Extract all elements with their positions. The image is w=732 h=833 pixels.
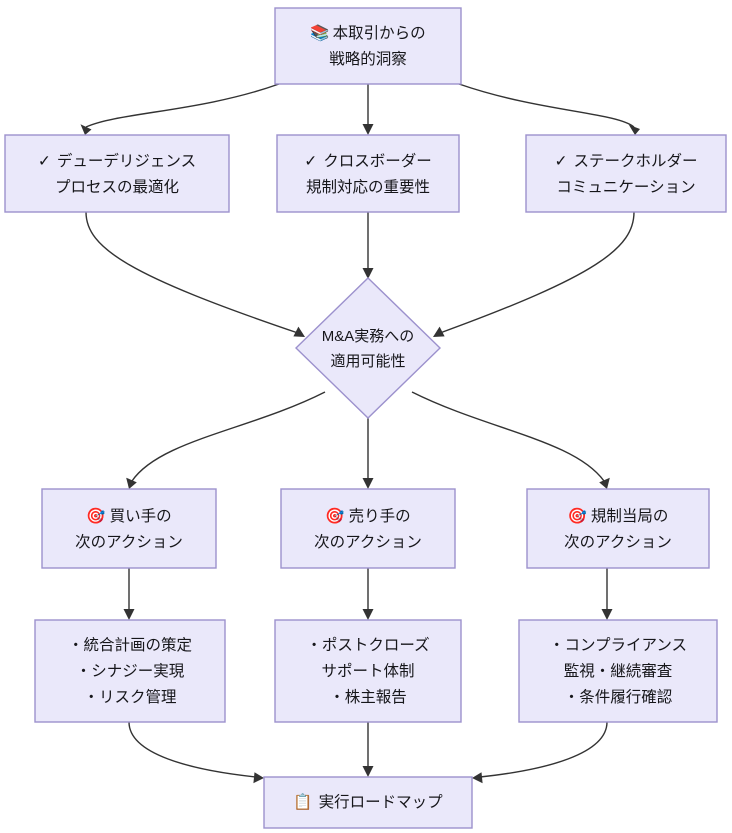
node-label: 監視・継続審査 (564, 662, 673, 680)
node-insight-cross-border[interactable]: ✓ クロスボーダー 規制対応の重要性 (276, 134, 460, 213)
edge-regulator-tasks-to-roadmap (472, 721, 608, 784)
clipboard-icon: 📋 (293, 792, 312, 811)
node-buyer-tasks[interactable]: ・統合計画の策定 ・シナジー実現 ・リスク管理 (34, 619, 226, 723)
node-label: 次のアクション (314, 533, 422, 551)
svg-text:🎯買い手の: 🎯 買い手の (86, 507, 171, 525)
svg-text:📚本取引からの: 📚本取引からの (310, 24, 425, 42)
svg-text:✓クロスボーダー: ✓ クロスボーダー (304, 152, 432, 170)
node-label: ・コンプライアンス (549, 636, 687, 654)
edge-regulator-to-regulator-tasks (601, 568, 613, 620)
node-label: ステークホルダー (573, 152, 697, 170)
node-label: 適用可能性 (330, 352, 405, 370)
edge-root-to-stakeholder (458, 83, 640, 135)
node-label: プロセスの最適化 (55, 178, 179, 196)
target-icon: 🎯 (86, 507, 105, 525)
check-mark-icon: ✓ (38, 153, 51, 170)
node-regulator-tasks[interactable]: ・コンプライアンス 監視・継続審査 ・条件履行確認 (518, 619, 718, 723)
edge-decision-to-buyer (126, 391, 326, 489)
node-label: 戦略的洞察 (329, 50, 407, 68)
node-label: 実行ロードマップ (319, 793, 444, 811)
edge-due-diligence-to-decision (85, 211, 305, 337)
edge-seller-tasks-to-roadmap (362, 722, 374, 777)
node-label: 次のアクション (75, 533, 183, 551)
node-label: サポート体制 (321, 662, 414, 680)
edge-seller-to-seller-tasks (362, 568, 374, 620)
node-insight-due-diligence[interactable]: ✓ デューデリジェンス プロセスの最適化 (4, 134, 230, 213)
svg-text:📋実行ロードマップ: 📋 実行ロードマップ (293, 792, 443, 811)
node-label: 買い手の (110, 507, 172, 525)
node-label: ・条件履行確認 (564, 688, 673, 706)
edge-stakeholder-to-decision (433, 211, 635, 337)
svg-text:🎯規制当局の: 🎯規制当局の (568, 507, 669, 525)
edge-cross-border-to-decision (362, 212, 374, 279)
svg-text:✓デューデリジェンス: ✓ デューデリジェンス (38, 151, 196, 170)
node-label: ・シナジー実現 (76, 662, 185, 680)
node-regulator-next-action[interactable]: 🎯規制当局の 次のアクション (526, 488, 710, 569)
node-seller-next-action[interactable]: 🎯 売り手の 次のアクション (280, 488, 456, 569)
edge-layer (80, 83, 640, 784)
node-label: コミュニケーション (556, 178, 695, 196)
node-buyer-next-action[interactable]: 🎯 買い手の 次のアクション (41, 488, 217, 569)
books-icon: 📚 (310, 24, 329, 42)
node-applicability-decision[interactable]: M&A実務への 適用可能性 (294, 277, 442, 419)
svg-text:🎯売り手の: 🎯 売り手の (325, 507, 410, 525)
edge-root-to-due-diligence (80, 83, 280, 135)
node-label: 本取引からの (333, 24, 426, 42)
node-label: 規制当局の (591, 507, 669, 525)
target-icon: 🎯 (325, 507, 344, 525)
node-execution-roadmap[interactable]: 📋 実行ロードマップ (263, 776, 473, 829)
edge-decision-to-seller (362, 418, 374, 489)
target-icon: 🎯 (568, 507, 587, 525)
node-label: ・統合計画の策定 (68, 636, 192, 654)
edge-buyer-to-buyer-tasks (123, 568, 135, 620)
node-label: M&A実務への (322, 328, 415, 345)
check-mark-icon: ✓ (304, 153, 317, 170)
node-label: 売り手の (349, 507, 411, 525)
node-insight-root[interactable]: 📚本取引からの 戦略的洞察 (274, 7, 462, 85)
node-label: 規制対応の重要性 (306, 178, 430, 196)
node-label: ・リスク管理 (83, 688, 176, 706)
node-label: デューデリジェンス (57, 151, 196, 170)
svg-text:✓ステークホルダー: ✓ ステークホルダー (554, 152, 697, 170)
edge-decision-to-regulator (411, 391, 610, 489)
node-seller-tasks[interactable]: ・ポストクローズ サポート体制 ・株主報告 (274, 619, 462, 723)
edge-root-to-cross-border (362, 84, 374, 135)
edge-buyer-tasks-to-roadmap (128, 721, 264, 784)
node-label: 次のアクション (564, 533, 672, 551)
node-label: クロスボーダー (323, 152, 432, 170)
node-insight-stakeholder[interactable]: ✓ ステークホルダー コミュニケーション (525, 134, 727, 213)
check-mark-icon: ✓ (554, 153, 567, 170)
node-label: ・株主報告 (329, 688, 407, 706)
node-label: ・ポストクローズ (306, 636, 429, 654)
